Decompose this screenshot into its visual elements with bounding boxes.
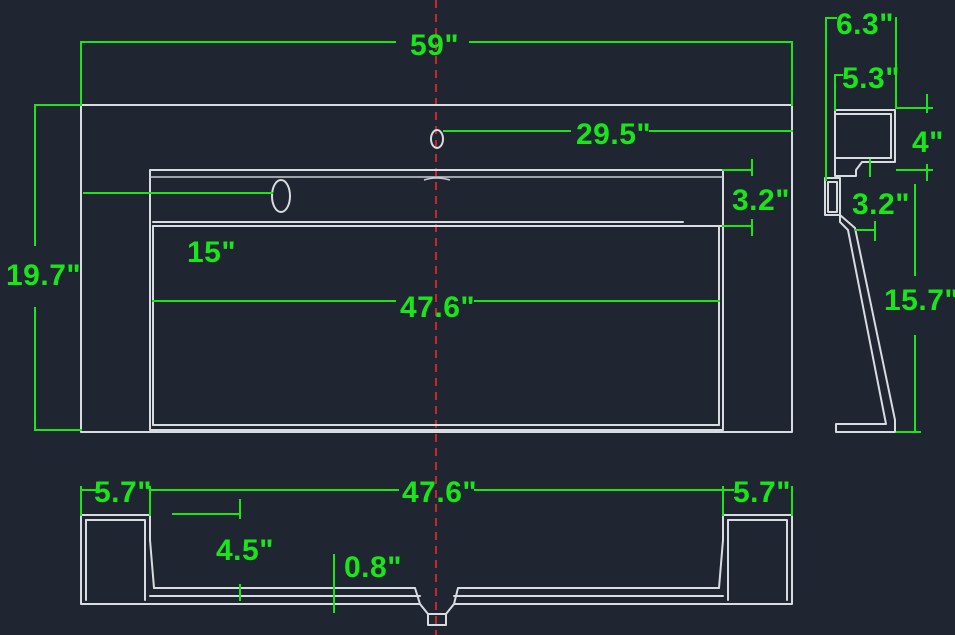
front-outline bbox=[80, 104, 793, 433]
drain-depth-label: 0.8" bbox=[344, 551, 402, 584]
faucet-offset-label: 29.5" bbox=[576, 118, 651, 151]
side-top-profile bbox=[834, 109, 896, 177]
section-left-inner bbox=[85, 519, 146, 601]
front-view bbox=[80, 104, 793, 433]
side-top-depth-label: 6.3" bbox=[836, 8, 894, 41]
basin-outline bbox=[149, 169, 724, 431]
deck-right-width-label: 5.7" bbox=[733, 476, 791, 509]
basin-width-bottom-label: 47.6" bbox=[402, 476, 477, 509]
section-view bbox=[80, 514, 793, 626]
side-step-height-label: 3.2" bbox=[852, 188, 910, 221]
side-total-height-label: 15.7" bbox=[884, 284, 955, 317]
side-inner-depth-label: 5.3" bbox=[842, 62, 900, 95]
side-view-dimensions: 6.3" 5.3" 4" 3.2" 15.7" bbox=[825, 8, 955, 433]
side-basin-wall bbox=[835, 214, 896, 433]
section-right-inner bbox=[727, 519, 788, 601]
side-view bbox=[824, 109, 896, 433]
overall-height-label: 19.7" bbox=[6, 259, 81, 292]
basin-width-top-label: 47.6" bbox=[400, 291, 475, 324]
deck-left-width-label: 5.7" bbox=[94, 476, 152, 509]
basin-center-mark bbox=[423, 177, 451, 181]
front-view-dimensions: 59" 19.7" 29.5" 15" 47.6" 3.2" bbox=[6, 29, 793, 431]
overall-width-label: 59" bbox=[410, 29, 459, 62]
side-front-lip-inner bbox=[827, 181, 838, 213]
faucet-hole bbox=[430, 129, 444, 149]
side-top-inner bbox=[834, 113, 892, 159]
section-view-dimensions: 5.7" 47.6" 5.7" 4.5" 0.8" bbox=[80, 476, 793, 613]
front-lip-height-label: 3.2" bbox=[732, 184, 790, 217]
section-outline bbox=[80, 514, 793, 626]
overflow-hole bbox=[271, 179, 291, 213]
basin-depth-label: 4.5" bbox=[216, 534, 274, 567]
overflow-offset-label: 15" bbox=[187, 236, 236, 269]
side-top-height-label: 4" bbox=[912, 126, 944, 159]
